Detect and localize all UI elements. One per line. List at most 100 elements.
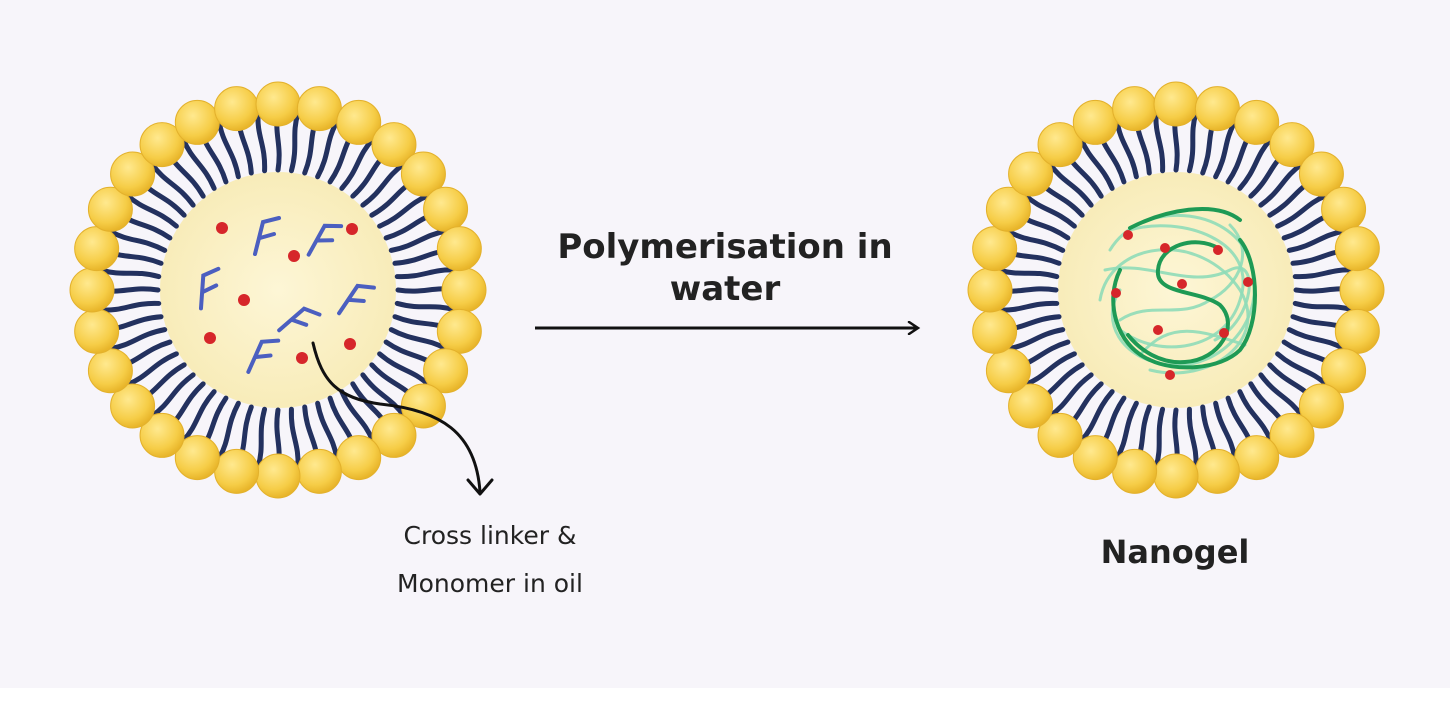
lipid-tail (1022, 192, 1077, 229)
lipid-tail (255, 406, 268, 470)
crosslink-point (1243, 277, 1253, 287)
lipid-head (985, 348, 1031, 394)
lipid-tail (1005, 327, 1066, 352)
lipid-tail (149, 161, 196, 208)
lipid-tail (288, 406, 301, 470)
lipid-tail (1237, 389, 1274, 444)
inset-pointer-arrow (311, 341, 482, 494)
crosslinker-molecule (337, 283, 376, 316)
lipid-head (336, 435, 382, 481)
crosslink-point (1123, 230, 1133, 240)
lipid-tail (377, 351, 432, 388)
lipid-head (336, 99, 382, 145)
bottom-strip (0, 688, 1450, 702)
lipid-tail (388, 228, 449, 253)
lipid-tail (1153, 110, 1166, 174)
lipid-tail (180, 136, 217, 191)
micelle-reactants (69, 81, 487, 499)
lipid-head (69, 267, 115, 313)
lipid-tail (216, 400, 241, 461)
lipid-tail (1286, 228, 1347, 253)
polymer-strand-faint (1118, 224, 1245, 349)
lipid-tail (996, 267, 1060, 280)
lipid-head (1008, 151, 1054, 197)
lipid-head (1072, 99, 1118, 145)
lipid-tail (360, 372, 407, 419)
lipid-head (1234, 435, 1280, 481)
process-label: Polymerisation in water (525, 226, 925, 310)
crosslink-point (1153, 325, 1163, 335)
lipid-tail (255, 110, 268, 174)
crosslink-point (1165, 370, 1175, 380)
lipid-tail (1078, 136, 1115, 191)
lipid-tail (124, 351, 179, 388)
lipid-tail (98, 267, 162, 280)
lipid-tail (1275, 351, 1330, 388)
lipid-head (87, 348, 133, 394)
process-label-line2: water (669, 269, 781, 309)
lipid-tail (1213, 119, 1238, 180)
lipid-tail (149, 372, 196, 419)
reactants-label-line2: Monomer in oil (397, 569, 583, 598)
lipid-tail (1047, 372, 1094, 419)
lipid-head (1194, 448, 1240, 494)
reactants-label: Cross linker & Monomer in oil (330, 512, 650, 608)
lipid-tail (360, 161, 407, 208)
lipid-head (1194, 86, 1240, 132)
lipid-head (1153, 453, 1199, 499)
lipid-tail (1275, 192, 1330, 229)
crosslink-point (1219, 328, 1229, 338)
polymer-strand-faint (1103, 266, 1251, 342)
lipid-tail (216, 119, 241, 180)
lipid-head (74, 226, 120, 272)
polymer-strand-faint (1108, 213, 1256, 367)
micelle-nanogel (967, 81, 1385, 499)
lipid-head (174, 435, 220, 481)
lipid-head (1234, 99, 1280, 145)
lipid-tail (394, 267, 458, 280)
lipid-head (296, 86, 342, 132)
lipid-tail (388, 327, 449, 352)
lipid-head (1334, 308, 1380, 354)
lipid-head (1269, 122, 1315, 168)
lipid-head (967, 267, 1013, 313)
lipid-head (255, 81, 301, 127)
lipid-head (110, 151, 156, 197)
product-label: Nanogel (1100, 533, 1250, 571)
lipid-tail (1292, 300, 1356, 313)
lipid-head (87, 186, 133, 232)
lipid-head (1153, 81, 1199, 127)
lipid-tail (180, 389, 217, 444)
lipid-head (1269, 412, 1315, 458)
lipid-tail (1258, 161, 1305, 208)
lipid-head (74, 308, 120, 354)
lipid-tail (98, 300, 162, 313)
lipid-head (1072, 435, 1118, 481)
lipid-tail (1286, 327, 1347, 352)
lipid-tail (1258, 372, 1305, 419)
micelle-core (160, 172, 396, 408)
lipid-head (972, 308, 1018, 354)
lipid-head (139, 412, 185, 458)
lipid-head (441, 267, 487, 313)
lipid-head (423, 348, 469, 394)
lipid-head (255, 453, 301, 499)
lipid-head (214, 86, 260, 132)
lipid-head (1321, 348, 1367, 394)
polymer-strand (1128, 207, 1242, 230)
lipid-head (436, 226, 482, 272)
lipid-head (1037, 412, 1083, 458)
lipid-tail (339, 389, 376, 444)
monomer-dot (216, 222, 228, 234)
lipid-tail (1114, 119, 1139, 180)
polymer-strand (1111, 238, 1257, 370)
lipid-head (972, 226, 1018, 272)
lipid-tail (288, 110, 301, 174)
lipid-tail (124, 192, 179, 229)
lipid-head (1112, 86, 1158, 132)
lipid-head (436, 308, 482, 354)
lipid-tail (1292, 267, 1356, 280)
process-label-line1: Polymerisation in (557, 227, 893, 267)
